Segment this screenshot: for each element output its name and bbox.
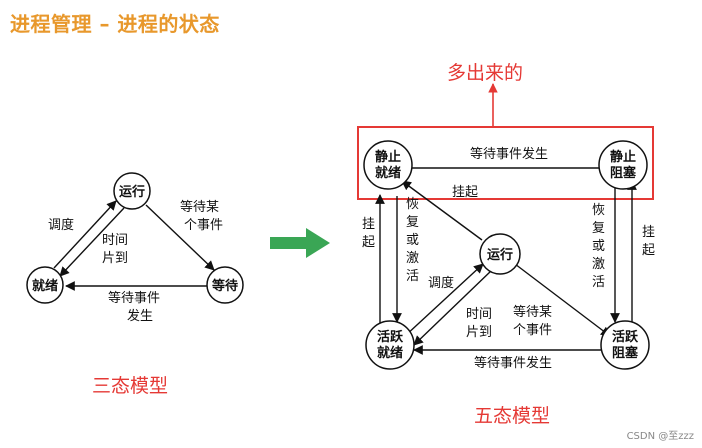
label-wait-event-2: 个事件 (184, 218, 223, 233)
label-resume-right-1: 恢 (592, 203, 605, 218)
three-state-model: 运行 就绪 等待 调度 时间 片到 等待某 个事件 等待事件 发生 三态模型 (26, 172, 244, 397)
node-static-ready (363, 140, 413, 190)
edge-schedule (404, 263, 484, 337)
highlight-label: 多出来的 (447, 62, 523, 84)
node-running (113, 172, 151, 210)
node-running (479, 233, 521, 275)
label-resume-left-4: 激 (406, 251, 419, 266)
label-suspend-right-1: 挂 (642, 225, 655, 240)
label-timeslice-2: 片到 (102, 251, 128, 266)
label-resume-left: 恢 复 或 激 活 (406, 197, 419, 284)
node-active-blocked-label-2: 阻塞 (612, 345, 639, 361)
label-suspend-left: 挂 起 (362, 217, 375, 250)
caption-three-state: 三态模型 (92, 375, 168, 397)
caption-five-state: 五态模型 (474, 405, 550, 427)
label-resume-right-4: 激 (592, 257, 605, 272)
label-resume-left-2: 复 (406, 215, 419, 230)
node-static-blocked (598, 140, 648, 190)
node-static-ready-label-1: 静止 (375, 149, 401, 165)
label-wait-event-2: 个事件 (513, 323, 552, 338)
label-resume-left-5: 活 (406, 269, 419, 284)
node-active-blocked-label-1: 活跃 (612, 329, 639, 345)
node-active-ready-label-2: 就绪 (377, 345, 403, 361)
edge-wait-event (145, 204, 215, 271)
label-suspend-running: 挂起 (452, 185, 478, 200)
label-resume-right-2: 复 (592, 221, 605, 236)
edge-timeslice (59, 207, 125, 277)
label-wait-event-1: 等待某 (513, 304, 552, 320)
label-suspend-left-1: 挂 (362, 217, 375, 232)
node-active-ready-label-1: 活跃 (377, 329, 404, 345)
edge-wait-event (514, 263, 611, 337)
watermark: CSDN @至zzz (627, 430, 694, 442)
label-resume-right: 恢 复 或 激 活 (592, 203, 605, 290)
node-ready-label: 就绪 (32, 278, 58, 294)
edge-suspend-running (401, 180, 483, 241)
label-suspend-right: 挂 起 (642, 225, 655, 258)
label-wait-event-1: 等待某 (180, 199, 219, 215)
node-active-blocked (600, 320, 650, 370)
node-static-blocked-label-1: 静止 (610, 149, 636, 165)
label-event-occurs-2: 发生 (127, 308, 153, 324)
five-state-model: 多出来的 静止 就绪 静止 阻塞 运行 活跃 就绪 活跃 阻塞 (357, 62, 655, 427)
label-timeslice-1: 时间 (466, 307, 492, 322)
label-top-event: 等待事件发生 (470, 146, 548, 162)
label-schedule: 调度 (48, 217, 74, 233)
edge-timeslice (413, 269, 493, 346)
node-waiting-label: 等待 (211, 278, 238, 294)
highlight-box (357, 126, 654, 200)
node-running-label: 运行 (119, 184, 145, 200)
node-static-ready-label-2: 就绪 (375, 165, 401, 181)
node-static-blocked-label-2: 阻塞 (610, 165, 637, 181)
label-timeslice-1: 时间 (102, 233, 128, 248)
label-bottom-event: 等待事件发生 (474, 355, 552, 371)
label-schedule: 调度 (428, 275, 454, 291)
label-resume-right-3: 或 (592, 239, 605, 254)
label-resume-left-3: 或 (406, 233, 419, 248)
label-suspend-right-2: 起 (642, 243, 655, 258)
node-waiting (206, 266, 244, 304)
node-active-ready (365, 320, 415, 370)
label-suspend-left-2: 起 (362, 235, 375, 250)
node-running-label: 运行 (487, 247, 513, 263)
label-resume-left-1: 恢 (406, 197, 419, 212)
label-event-occurs-1: 等待事件 (108, 290, 160, 306)
label-timeslice-2: 片到 (466, 325, 492, 340)
page-title: 进程管理 – 进程的状态 (10, 12, 220, 36)
edge-schedule (53, 200, 117, 269)
transition-arrow-icon (270, 228, 330, 258)
label-resume-right-5: 活 (592, 275, 605, 290)
node-ready (26, 266, 64, 304)
